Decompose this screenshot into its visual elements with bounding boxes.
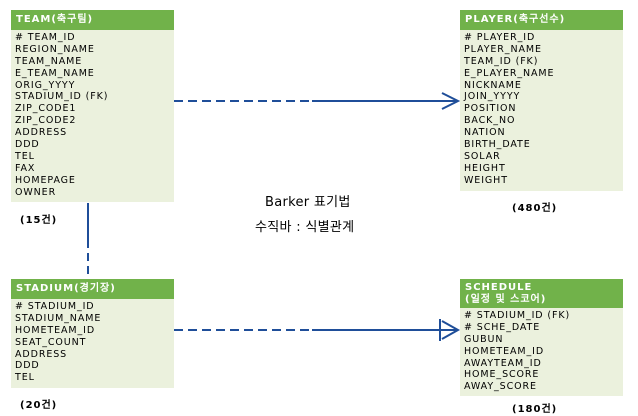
team-attribute: E_TEAM_NAME [15, 67, 95, 79]
team-attribute: REGION_NAME [15, 43, 95, 55]
player-attribute: NATION [464, 127, 506, 139]
team-attribute: HOMEPAGE [15, 174, 76, 186]
player-attribute-list: # PLAYER_ID PLAYER_NAME TEAM_ID (FK) E_P… [460, 30, 623, 191]
stadium-attribute: HOMETEAM_ID [15, 324, 96, 336]
stadium-entity: STADIUM(경기장) # STADIUM_ID STADIUM_NAME H… [11, 279, 174, 388]
player-attribute: TEAM_ID (FK) [464, 55, 539, 67]
team-attribute: OWNER [15, 186, 57, 198]
player-attribute: WEIGHT [464, 174, 508, 186]
team-attribute: FAX [15, 162, 36, 174]
schedule-attribute: GUBUN [464, 333, 504, 345]
team-entity-title: TEAM(축구팀) [11, 10, 174, 30]
team-attribute: ORIG_YYYY [15, 79, 76, 91]
stadium-attribute: STADIUM_NAME [15, 312, 102, 324]
player-attribute: HEIGHT [464, 162, 506, 174]
team-attribute-list: # TEAM_ID REGION_NAME TEAM_NAME E_TEAM_N… [11, 30, 174, 202]
player-row-count: (480건) [512, 203, 558, 214]
player-attribute: # PLAYER_ID [464, 32, 536, 43]
stadium-attribute: TEL [15, 372, 35, 384]
stadium-attribute: # STADIUM_ID [15, 301, 95, 312]
schedule-attribute-list: # STADIUM_ID (FK) # SCHE_DATE GUBUN HOME… [460, 308, 623, 396]
schedule-row-count: (180건) [512, 404, 558, 415]
team-attribute: ADDRESS [15, 127, 68, 139]
player-attribute: PLAYER_NAME [464, 43, 542, 55]
schedule-attribute: AWAY_SCORE [464, 381, 537, 393]
player-attribute: E_PLAYER_NAME [464, 67, 555, 79]
player-entity: PLAYER(축구선수) # PLAYER_ID PLAYER_NAME TEA… [460, 10, 623, 191]
player-attribute: SOLAR [464, 150, 501, 162]
schedule-title-line1: SCHEDULE [465, 282, 533, 293]
player-attribute: JOIN_YYYY [464, 91, 521, 103]
team-row-count: (15건) [20, 215, 58, 226]
schedule-attribute: # SCHE_DATE [464, 321, 541, 333]
player-entity-title: PLAYER(축구선수) [460, 10, 623, 30]
player-crowfoot [441, 92, 461, 110]
player-attribute: NICKNAME [464, 79, 522, 91]
player-attribute: BACK_NO [464, 115, 516, 127]
team-attribute: ZIP_CODE2 [15, 115, 77, 127]
schedule-entity-title: SCHEDULE (일정 및 스코어) [460, 279, 623, 308]
stadium-entity-title: STADIUM(경기장) [11, 279, 174, 299]
schedule-crowfoot [441, 320, 461, 340]
player-attribute: POSITION [464, 103, 517, 115]
stadium-attribute-list: # STADIUM_ID STADIUM_NAME HOMETEAM_ID SE… [11, 299, 174, 388]
schedule-attribute: HOMETEAM_ID [464, 345, 545, 357]
stadium-attribute: DDD [15, 360, 40, 372]
team-attribute: TEAM_NAME [15, 55, 83, 67]
schedule-attribute: AWAYTEAM_ID [464, 357, 542, 369]
player-attribute: BIRTH_DATE [464, 139, 531, 151]
notation-label: Barker 표기법 [265, 195, 351, 210]
schedule-title-line2: (일정 및 스코어) [465, 294, 547, 305]
vertical-bar-legend: 수직바 : 식별관계 [255, 220, 355, 235]
team-attribute: DDD [15, 139, 40, 151]
stadium-row-count: (20건) [20, 400, 58, 411]
team-attribute: STADIUM_ID (FK) [15, 91, 109, 103]
schedule-attribute: HOME_SCORE [464, 369, 540, 381]
team-attribute: TEL [15, 150, 35, 162]
schedule-attribute: # STADIUM_ID (FK) [464, 310, 571, 321]
schedule-entity: SCHEDULE (일정 및 스코어) # STADIUM_ID (FK) # … [460, 279, 623, 396]
team-attribute: ZIP_CODE1 [15, 103, 77, 115]
stadium-attribute: ADDRESS [15, 348, 68, 360]
team-entity: TEAM(축구팀) # TEAM_ID REGION_NAME TEAM_NAM… [11, 10, 174, 202]
stadium-attribute: SEAT_COUNT [15, 336, 87, 348]
team-attribute: # TEAM_ID [15, 32, 76, 43]
